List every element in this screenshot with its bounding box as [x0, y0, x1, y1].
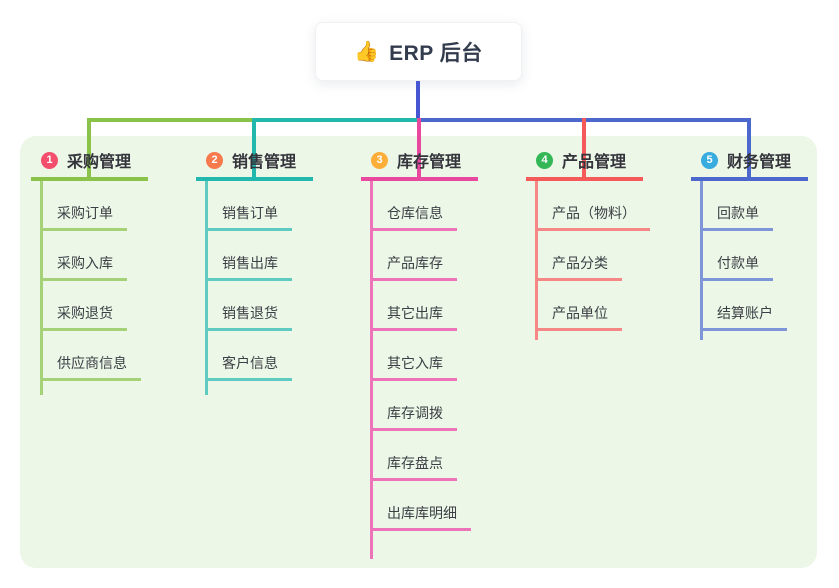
connector-segment — [87, 118, 254, 122]
branch-child-rail — [535, 181, 538, 341]
child-node[interactable]: 销售退货 — [205, 281, 292, 331]
child-node[interactable]: 库存调拨 — [370, 381, 457, 431]
child-node-label: 销售退货 — [222, 305, 278, 321]
branch-node[interactable]: 4 产品管理 — [526, 143, 643, 181]
connector-drop — [747, 118, 751, 179]
child-node[interactable]: 出库库明细 — [370, 481, 471, 531]
branch-column: 1 采购管理采购订单采购入库采购退货供应商信息 — [31, 143, 148, 396]
child-node-label: 回款单 — [717, 205, 759, 221]
branch-label: 销售管理 — [232, 154, 297, 171]
branch-column: 3 库存管理仓库信息产品库存其它出库其它入库库存调拨库存盘点出库库明细 — [361, 143, 478, 560]
branch-column: 2 销售管理销售订单销售出库销售退货客户信息 — [196, 143, 313, 396]
branch-node[interactable]: 2 销售管理 — [196, 143, 313, 181]
child-node-label: 产品单位 — [552, 305, 608, 321]
branch-label: 财务管理 — [727, 154, 792, 171]
connector-segment — [254, 118, 418, 122]
branch-number-badge: 1 — [41, 151, 58, 169]
child-node-label: 客户信息 — [222, 355, 278, 371]
connector-drop — [87, 118, 91, 179]
child-node[interactable]: 采购订单 — [40, 181, 127, 231]
child-node[interactable]: 销售出库 — [205, 231, 292, 281]
branch-child-rail — [370, 181, 373, 560]
child-node[interactable]: 产品库存 — [370, 231, 457, 281]
branch-number-badge: 2 — [206, 151, 223, 169]
root-node-title: ERP 后台 — [389, 41, 483, 65]
branch-column: 4 产品管理产品（物料） 产品分类产品单位 — [526, 143, 650, 341]
branch-node[interactable]: 5 财务管理 — [691, 143, 808, 181]
child-node-label: 仓库信息 — [387, 205, 443, 221]
branch-label: 库存管理 — [397, 154, 462, 171]
child-node[interactable]: 采购入库 — [40, 231, 127, 281]
branch-column: 5 财务管理回款单付款单结算账户 — [691, 143, 808, 341]
child-node-label: 付款单 — [717, 255, 759, 271]
branch-node[interactable]: 1 采购管理 — [31, 143, 148, 181]
child-node-label: 产品分类 — [552, 255, 608, 271]
branch-child-rail — [700, 181, 703, 341]
child-node[interactable]: 采购退货 — [40, 281, 127, 331]
branch-number-badge: 4 — [536, 151, 553, 169]
child-node[interactable]: 供应商信息 — [40, 331, 141, 381]
child-node-label: 采购订单 — [57, 205, 113, 221]
child-node-label: 销售出库 — [222, 255, 278, 271]
branch-node[interactable]: 3 库存管理 — [361, 143, 478, 181]
child-node[interactable]: 结算账户 — [700, 281, 787, 331]
mindmap-panel — [20, 136, 817, 568]
child-node-label: 产品（物料） — [552, 205, 636, 221]
branch-children: 采购订单采购入库采购退货供应商信息 — [31, 181, 148, 396]
child-node[interactable]: 付款单 — [700, 231, 773, 281]
root-connector — [416, 81, 420, 120]
child-node[interactable]: 销售订单 — [205, 181, 292, 231]
child-node-label: 库存调拨 — [387, 405, 443, 421]
branch-number-badge: 3 — [371, 151, 388, 169]
child-node-label: 采购入库 — [57, 255, 113, 271]
child-node[interactable]: 产品（物料） — [535, 181, 650, 231]
child-node[interactable]: 客户信息 — [205, 331, 292, 381]
branch-child-rail — [40, 181, 43, 396]
connector-drop — [252, 118, 256, 179]
branch-children: 仓库信息产品库存其它出库其它入库库存调拨库存盘点出库库明细 — [361, 181, 478, 560]
child-node-label: 销售订单 — [222, 205, 278, 221]
child-node-label: 结算账户 — [717, 305, 773, 321]
child-node[interactable]: 产品分类 — [535, 231, 622, 281]
child-node-label: 产品库存 — [387, 255, 443, 271]
branch-child-rail — [205, 181, 208, 396]
connector-drop — [582, 118, 586, 179]
branch-label: 产品管理 — [562, 154, 627, 171]
child-node[interactable]: 库存盘点 — [370, 431, 457, 481]
branch-label: 采购管理 — [67, 154, 132, 171]
child-node-label: 供应商信息 — [57, 355, 127, 371]
child-node[interactable]: 其它入库 — [370, 331, 457, 381]
branch-children: 产品（物料） 产品分类产品单位 — [526, 181, 650, 341]
branch-children: 回款单付款单结算账户 — [691, 181, 808, 341]
child-node[interactable]: 仓库信息 — [370, 181, 457, 231]
child-node[interactable]: 产品单位 — [535, 281, 622, 331]
thumbs-up-icon: 👍 — [354, 40, 380, 63]
child-node-label: 采购退货 — [57, 305, 113, 321]
branch-number-badge: 5 — [701, 151, 718, 169]
root-node[interactable]: 👍 ERP 后台 — [315, 22, 522, 81]
child-node-label: 库存盘点 — [387, 455, 443, 471]
child-node[interactable]: 其它出库 — [370, 281, 457, 331]
child-node-label: 其它入库 — [387, 355, 443, 371]
child-node-label: 出库库明细 — [387, 505, 457, 521]
branch-children: 销售订单销售出库销售退货客户信息 — [196, 181, 313, 396]
child-node-label: 其它出库 — [387, 305, 443, 321]
child-node[interactable]: 回款单 — [700, 181, 773, 231]
connector-drop — [417, 118, 421, 179]
